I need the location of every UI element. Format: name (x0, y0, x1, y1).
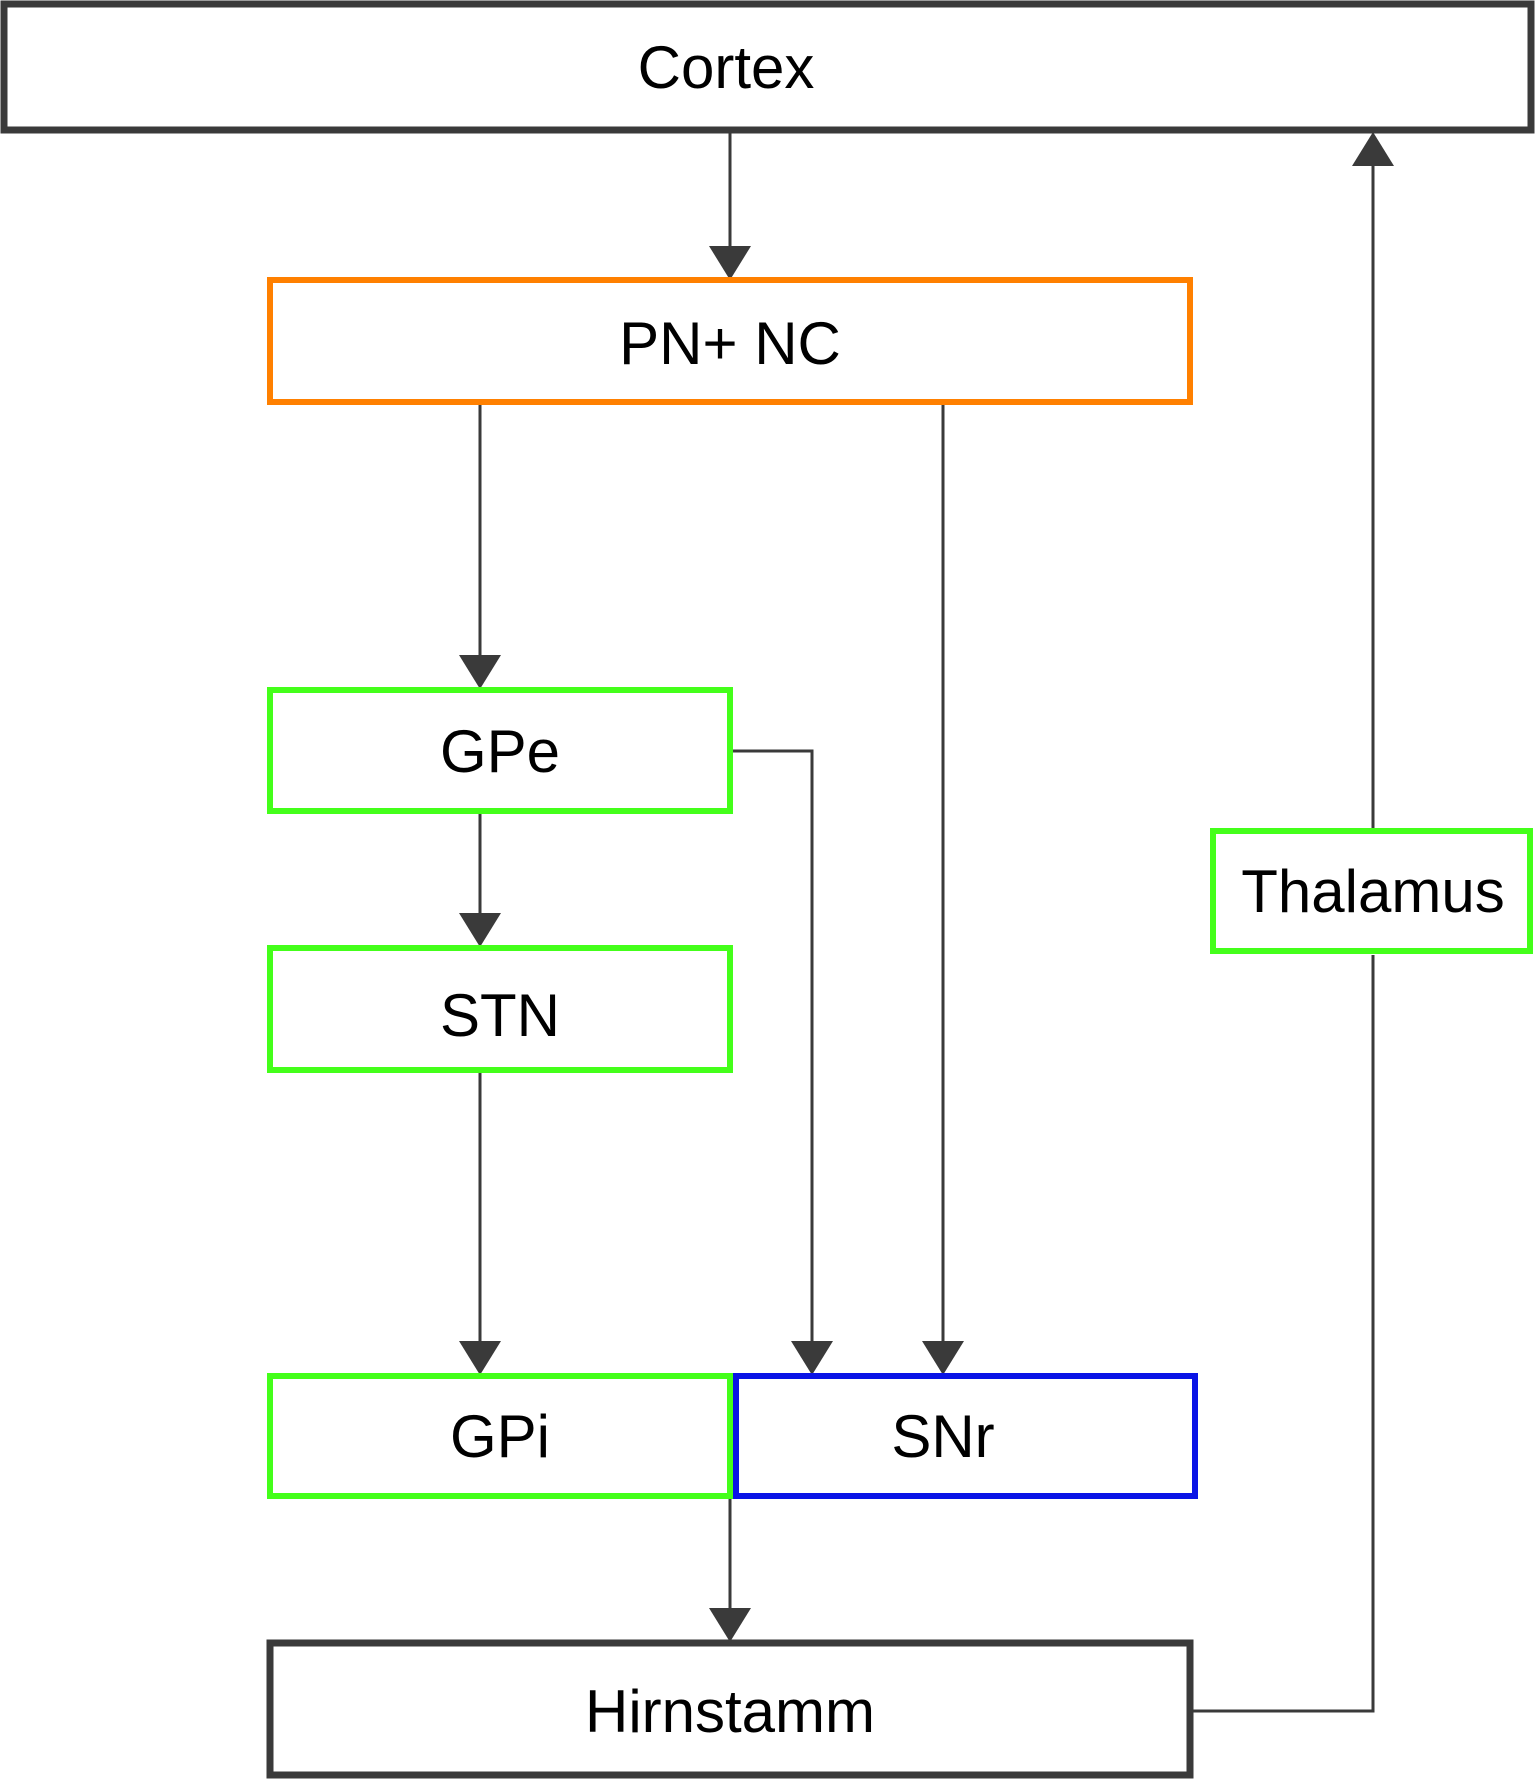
arrowhead-brainstem-icon (709, 1608, 751, 1642)
gpi-label: GPi (450, 1403, 550, 1470)
brainstem-to-thalamus-line (1191, 955, 1375, 1713)
arrowhead-snr-from-striatum-icon (922, 1341, 964, 1375)
gpe-to-snr-line (732, 749, 814, 1345)
stn-label: STN (440, 982, 560, 1049)
arrowhead-striatum-icon (709, 246, 751, 280)
thalamus-box: Thalamus (1210, 828, 1533, 954)
snr-label: SNr (891, 1403, 994, 1470)
brainstem-label: Hirnstamm (585, 1678, 875, 1745)
connectors (478, 133, 1375, 1713)
cortex-box: Cortex (0, 0, 1535, 134)
arrowhead-snr-from-gpe-icon (791, 1341, 833, 1375)
gpe-label: GPe (440, 718, 560, 785)
arrowhead-stn-icon (459, 913, 501, 947)
arrowhead-cortex-icon (1352, 132, 1394, 166)
arrowhead-gpi-icon (459, 1341, 501, 1375)
striatum-label: PN+ NC (619, 310, 841, 377)
striatum-box: PN+ NC (267, 277, 1193, 405)
arrowhead-gpe-icon (459, 655, 501, 689)
stn-box: STN (267, 945, 733, 1073)
gpe-box: GPe (267, 687, 733, 814)
snr-box: SNr (733, 1373, 1198, 1499)
brainstem-box: Hirnstamm (266, 1639, 1194, 1779)
arrowheads (459, 132, 1394, 1642)
thalamus-label: Thalamus (1241, 858, 1504, 925)
cortex-label: Cortex (638, 34, 815, 101)
gpi-box: GPi (267, 1373, 733, 1499)
